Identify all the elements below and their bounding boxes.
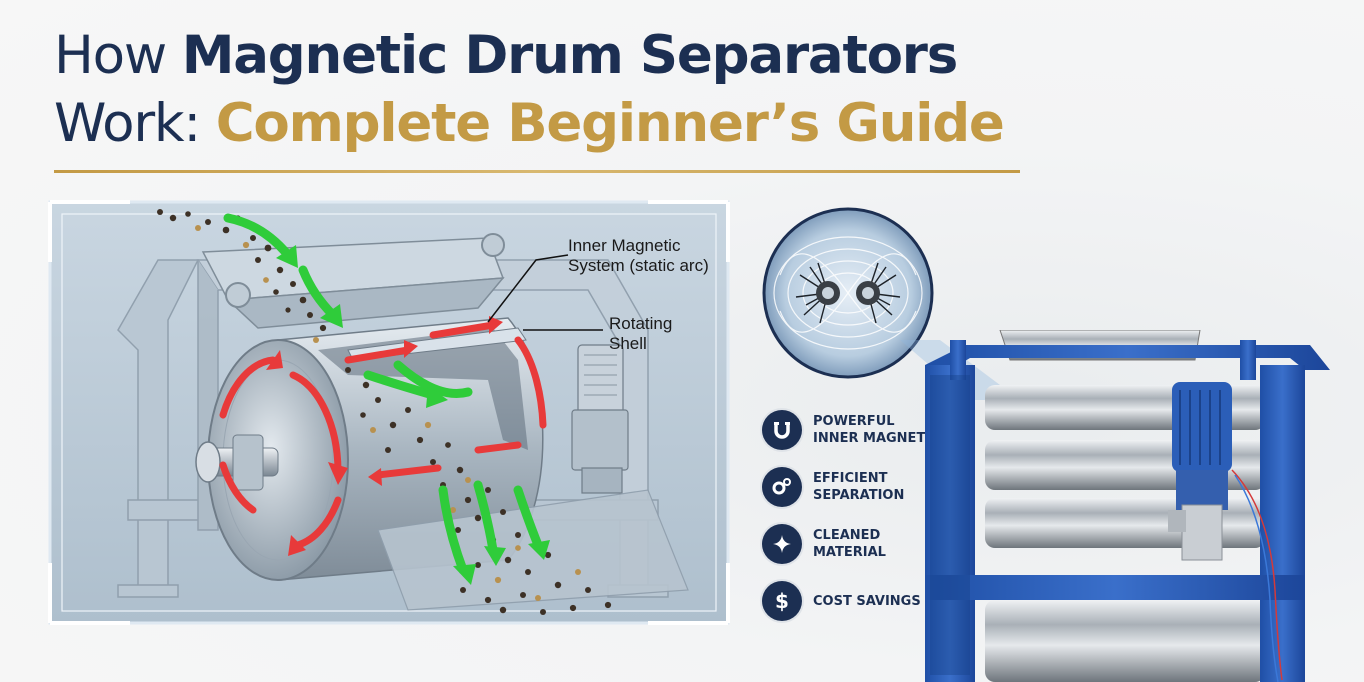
feature-label: Powerful Inner Magnet [813, 414, 926, 446]
feature-efficient-separation: Efficient Separation [762, 467, 933, 507]
feature-cost-savings: $ Cost Savings [762, 581, 933, 621]
title-line2-prefix: Work: [54, 93, 216, 154]
callout-rotating-shell: Rotating Shell [609, 314, 673, 353]
title-line1-prefix: How [54, 25, 182, 86]
title-line2-emphasis: Complete Beginner’s Guide [215, 93, 1005, 154]
sparkle-icon [762, 524, 802, 564]
title-underline [54, 170, 1020, 173]
feature-powerful-inner-magnet: Powerful Inner Magnet [762, 410, 933, 450]
callout-inner-magnetic-system: Inner Magnetic System (static arc) [568, 236, 709, 275]
magnetic-field-inset [762, 207, 934, 379]
page-title: How Magnetic Drum Separators Work: Compl… [54, 22, 1005, 158]
feature-label: Efficient Separation [813, 471, 905, 503]
magnet-icon [762, 410, 802, 450]
gears-icon [762, 467, 802, 507]
title-line1-emphasis: Magnetic Drum Separators [181, 25, 959, 86]
drum-separator-machine-photo [925, 330, 1330, 682]
drum-separator-diagram [48, 200, 730, 625]
feature-cleaned-material: Cleaned Material [762, 524, 933, 564]
feature-label: Cost Savings [813, 593, 921, 609]
dollar-icon: $ [762, 581, 802, 621]
feature-label: Cleaned Material [813, 528, 886, 560]
